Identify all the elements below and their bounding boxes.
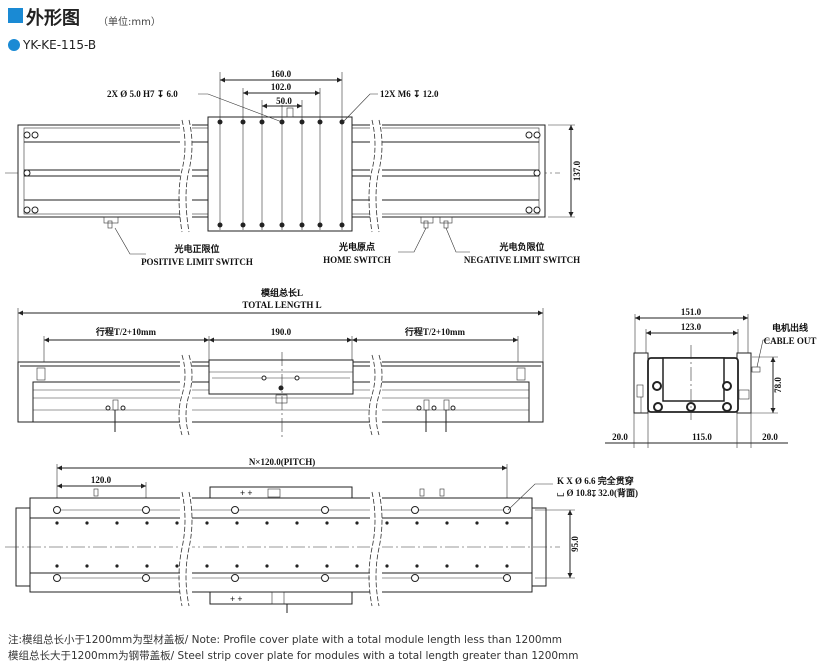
blue-dot-icon [8,39,20,51]
mounting-hole [411,574,419,582]
home-switch-label-cn: 光电原点 [338,241,375,252]
home-switch-label-en: HOME SWITCH [323,255,391,265]
mounting-hole [231,506,239,514]
rail-screw [415,521,419,525]
dim-123: 123.0 [681,322,702,332]
total-length-label-en: TOTAL LENGTH L [242,300,321,310]
plus-marks-bottom: + + [230,594,243,604]
mounting-hole [142,574,150,582]
rail-screw [235,521,239,525]
rail-screw [145,521,149,525]
rail-screw [415,564,419,568]
dim-20-right: 20.0 [762,432,778,442]
carriage-length-label: 190.0 [271,327,292,337]
thread-callout: 12X M6 ↧ 12.0 [380,89,439,99]
rail-screw [385,564,389,568]
cable-out-label-cn: 电机出线 [772,322,808,333]
dim-95: 95.0 [570,536,580,552]
dim-160: 160.0 [271,69,292,79]
bottom-view: N×120.0(PITCH) 120.0 + + + + 95.0 K X Ø … [5,457,638,613]
rail-screw [295,564,299,568]
plus-marks: + + [240,488,253,498]
hole-callout-through: K X Ø 6.6 完全贯穿 [557,475,634,486]
cable-out-label-en: CABLE OUT [764,336,817,346]
note-line-2: 模组总长大于1200mm为钢带盖板/ Steel strip cover pla… [8,650,579,662]
mounting-hole [231,574,239,582]
mounting-hole [503,506,511,514]
rail-screw [355,521,359,525]
rail-screw [325,564,329,568]
note-line-1: 注:模组总长小于1200mm为型材盖板/ Note: Profile cover… [8,634,563,646]
mounting-hole [321,506,329,514]
rail-screw [505,521,509,525]
rail-screw [175,564,179,568]
mounting-hole [142,506,150,514]
mounting-hole [53,506,61,514]
rail-screw [145,564,149,568]
rail-screw [55,521,59,525]
rail-screw [505,564,509,568]
rail-screw [115,521,119,525]
end-view: 151.0 123.0 电机出线 CABLE OUT 78.0 20.0 115… [605,307,816,448]
rail-screw [355,564,359,568]
positive-limit-label-cn: 光电正限位 [173,243,219,254]
dim-102: 102.0 [271,82,292,92]
header-square-icon [8,8,23,23]
page-title: 外形图 [26,8,80,29]
rail-screw [205,564,209,568]
dim-78: 78.0 [773,377,783,393]
rail-screw [115,564,119,568]
negative-limit-label-cn: 光电负限位 [498,241,544,252]
dim-151: 151.0 [681,307,702,317]
mounting-hole [321,574,329,582]
mounting-hole [53,574,61,582]
side-view: 模组总长L TOTAL LENGTH L 行程T/2+10mm 190.0 行程… [17,287,544,438]
dim-50: 50.0 [276,96,292,106]
negative-limit-label-en: NEGATIVE LIMIT SWITCH [464,255,580,265]
rail-screw [175,521,179,525]
rail-screw [205,521,209,525]
mounting-hole [503,574,511,582]
rail-screw [325,521,329,525]
rail-screw [295,521,299,525]
rail-screw [385,521,389,525]
dim-120: 120.0 [91,475,112,485]
rail-screw [55,564,59,568]
mounting-hole [411,506,419,514]
rail-screw [265,564,269,568]
pin-hole-callout: 2X Ø 5.0 H7 ↧ 6.0 [107,89,178,99]
rail-screw [85,521,89,525]
top-view: 160.0 102.0 50.0 2X Ø 5.0 H7 ↧ 6.0 12X M… [5,69,582,267]
model-name: YK-KE-115-B [23,38,97,52]
rail-screw [445,564,449,568]
rail-screw [265,521,269,525]
total-length-label-cn: 模组总长L [261,287,303,298]
dim-137: 137.0 [572,160,582,181]
stroke-right-label: 行程T/2+10mm [404,326,466,337]
unit-label: （单位:mm） [98,17,161,28]
rail-screw [85,564,89,568]
dim-20-left: 20.0 [612,432,628,442]
rail-screw [475,564,479,568]
rail-screw [475,521,479,525]
pitch-label: N×120.0(PITCH) [249,457,315,467]
hole-callout-counterbore: ⌴ Ø 10.8↧ 32.0(背面) [557,487,638,498]
rail-screw [445,521,449,525]
positive-limit-label-en: POSITIVE LIMIT SWITCH [141,257,253,267]
dim-115: 115.0 [692,432,712,442]
stroke-left-label: 行程T/2+10mm [95,326,157,337]
rail-screw [235,564,239,568]
